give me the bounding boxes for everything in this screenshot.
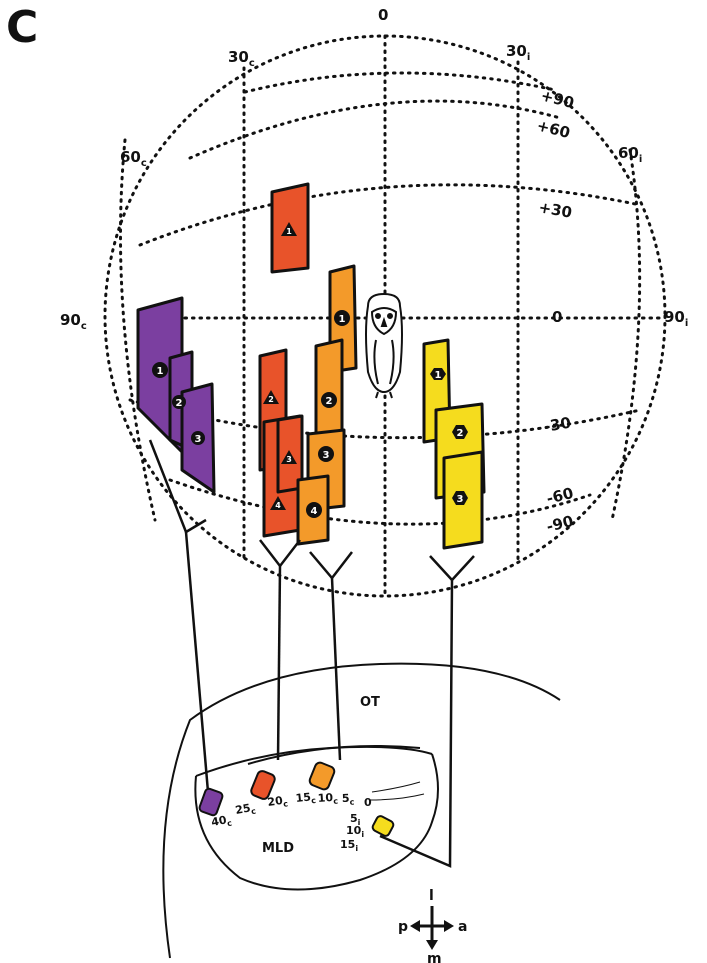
axon-purple bbox=[184, 531, 210, 793]
map-tick-0: 40c bbox=[210, 813, 233, 831]
label-90i: 90i bbox=[664, 308, 688, 329]
site-red bbox=[250, 770, 276, 800]
axon-yellow bbox=[379, 579, 454, 868]
globe-labels: 0 30c 60c 90c 30i 60i 90i +90 +60 +30 0 … bbox=[60, 6, 688, 536]
red-marker-3 bbox=[281, 450, 297, 464]
fork-orange bbox=[309, 551, 353, 580]
label-30c: 30c bbox=[228, 48, 255, 69]
orange-marker-2 bbox=[321, 392, 337, 408]
red-label-1: 1 bbox=[286, 227, 292, 236]
meridian-60c bbox=[119, 138, 157, 522]
map-tick-6: 0 bbox=[364, 796, 372, 809]
fields-red: 1 2 3 4 bbox=[258, 182, 310, 538]
orange-label-4: 4 bbox=[311, 506, 318, 517]
red-label-4: 4 bbox=[275, 501, 281, 510]
purple-marker-2 bbox=[172, 395, 186, 409]
fields-yellow: 1 2 3 bbox=[422, 338, 486, 550]
orange-marker-1 bbox=[334, 310, 350, 326]
compass-arrow-down bbox=[426, 940, 438, 950]
orientation-compass: p a m l bbox=[398, 888, 467, 963]
axon-orange bbox=[330, 577, 342, 761]
label-mld: MLD bbox=[262, 841, 294, 856]
fields-purple: 1 2 3 bbox=[136, 296, 216, 494]
red-label-3: 3 bbox=[286, 455, 292, 464]
purple-label-3: 3 bbox=[195, 434, 202, 445]
compass-a: a bbox=[458, 919, 467, 935]
label-elev-minus60: -60 bbox=[545, 484, 576, 508]
label-elev-minus30: -30 bbox=[543, 414, 573, 436]
meridian-60i bbox=[610, 148, 642, 522]
projection-lines bbox=[148, 439, 475, 868]
axon-red bbox=[276, 565, 282, 761]
label-elev-plus30: +30 bbox=[537, 198, 573, 222]
panel-letter: C bbox=[6, 2, 38, 53]
purple-label-2: 2 bbox=[176, 398, 183, 409]
yellow-label-3: 3 bbox=[457, 494, 464, 505]
label-30i: 30i bbox=[506, 42, 530, 63]
brain-section bbox=[162, 662, 561, 959]
compass-p: p bbox=[398, 919, 408, 935]
red-label-2: 2 bbox=[268, 395, 274, 404]
purple-marker-3 bbox=[191, 431, 205, 445]
elevation-plus90 bbox=[243, 71, 557, 94]
yellow-marker-3 bbox=[452, 491, 468, 505]
label-60i: 60i bbox=[618, 144, 642, 165]
purple-label-1: 1 bbox=[157, 366, 164, 377]
map-tick-2: 20c bbox=[267, 793, 289, 811]
mld-hatch bbox=[371, 781, 421, 793]
map-tick-9: 15i bbox=[340, 838, 358, 853]
red-marker-2 bbox=[263, 390, 279, 404]
label-ot: OT bbox=[360, 695, 380, 710]
elevation-minus30 bbox=[128, 398, 642, 440]
orange-label-2: 2 bbox=[326, 396, 333, 407]
elevation-plus60 bbox=[188, 99, 562, 160]
mld-sites bbox=[198, 761, 395, 837]
label-60c: 60c bbox=[120, 148, 147, 169]
fields-orange: 1 2 3 4 bbox=[296, 264, 358, 546]
yellow-label-1: 1 bbox=[435, 370, 442, 381]
elevation-plus30 bbox=[138, 183, 642, 247]
elevation-minus60 bbox=[168, 478, 592, 526]
map-tick-5: 5c bbox=[342, 792, 355, 807]
site-yellow bbox=[371, 815, 395, 837]
site-purple bbox=[198, 787, 224, 817]
brain-outline-outer bbox=[162, 662, 561, 959]
site-orange bbox=[308, 761, 336, 791]
map-tick-7: 5i bbox=[350, 812, 361, 827]
fork-red bbox=[259, 539, 301, 569]
map-tick-8: 10i bbox=[346, 824, 364, 839]
fork-yellow bbox=[429, 555, 475, 582]
owl-icon bbox=[365, 292, 403, 399]
tract-line bbox=[247, 745, 421, 765]
label-elev-minus90: -90 bbox=[545, 512, 576, 536]
yellow-marker-2 bbox=[452, 425, 468, 439]
red-marker-4 bbox=[270, 496, 286, 510]
yellow-label-2: 2 bbox=[457, 428, 464, 439]
label-elev-zero: 0 bbox=[552, 308, 562, 326]
mld-outline bbox=[194, 753, 439, 891]
orange-marker-4 bbox=[306, 502, 322, 518]
map-tick-3: 15c bbox=[295, 790, 317, 807]
label-elev-plus60: +60 bbox=[535, 116, 572, 142]
label-elev-plus90: +90 bbox=[539, 86, 576, 112]
label-90c: 90c bbox=[60, 311, 87, 332]
yellow-marker-1 bbox=[430, 368, 446, 380]
orange-label-1: 1 bbox=[339, 314, 346, 325]
compass-m: m bbox=[427, 951, 442, 963]
purple-marker-1 bbox=[152, 362, 168, 378]
red-marker-1 bbox=[281, 222, 297, 236]
map-tick-1: 25c bbox=[234, 801, 257, 819]
compass-arrow-left bbox=[410, 920, 420, 932]
orange-label-3: 3 bbox=[323, 450, 330, 461]
compass-l: l bbox=[429, 888, 434, 904]
compass-arrow-right bbox=[444, 920, 454, 932]
map-tick-4: 10c bbox=[317, 791, 338, 807]
label-top-zero: 0 bbox=[378, 6, 388, 24]
orange-marker-3 bbox=[318, 446, 334, 462]
